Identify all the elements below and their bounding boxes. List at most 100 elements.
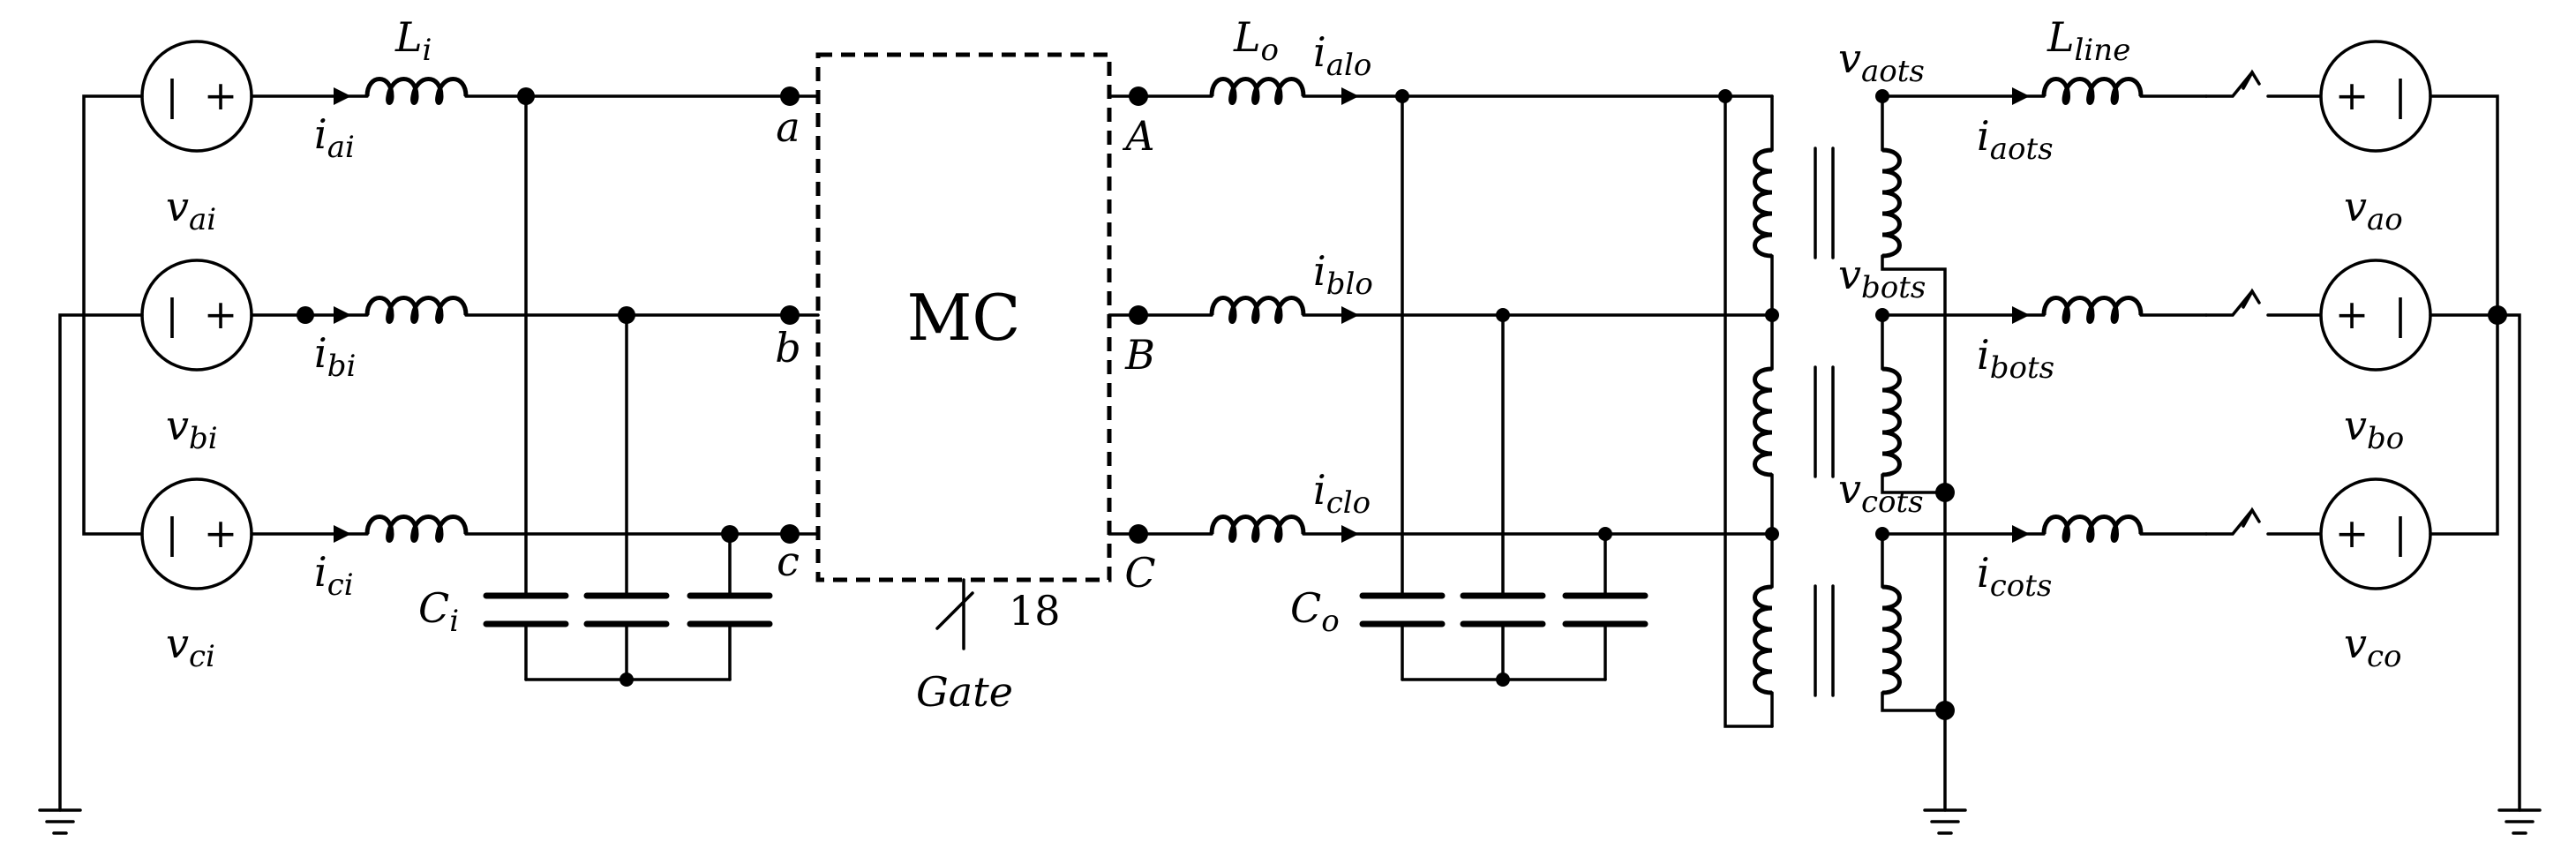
- output-capacitor-bank: [1359, 89, 1648, 687]
- svg-text:iclo: iclo: [1313, 466, 1371, 521]
- svg-text:ibots: ibots: [1977, 331, 2054, 386]
- output-inductors: [1209, 77, 1306, 543]
- output-current-arrow-b: [1341, 306, 1359, 324]
- svg-text:vbo: vbo: [2344, 402, 2404, 456]
- transformer-cores: [1814, 147, 1835, 697]
- input-inductor-a: [364, 77, 469, 105]
- secondary-wiring: [1875, 89, 1967, 835]
- source-sign-plus: +: [204, 290, 238, 338]
- output-inductor-b: [1209, 296, 1306, 324]
- secondary-coil-a: [1881, 147, 1902, 259]
- input-current-arrows: [334, 87, 351, 543]
- source-sign-minus: |: [165, 290, 179, 338]
- label-Ci: Ci: [418, 584, 459, 639]
- line-inductors: [2041, 77, 2144, 543]
- source-sign-plus: +: [2335, 290, 2369, 338]
- label-vai: vai: [166, 183, 216, 237]
- primary-coil-b: [1753, 366, 1773, 477]
- secondary-coils: [1881, 147, 1902, 695]
- line-inductor-a: [2041, 77, 2144, 105]
- source-sign-minus: |: [2393, 290, 2407, 338]
- label-ici: ici: [314, 548, 354, 603]
- svg-text:vaots: vaots: [1838, 34, 1925, 89]
- line-current-arrow-a: [2012, 87, 2030, 105]
- input-terminals: [780, 86, 820, 544]
- label-vbi: vbi: [166, 402, 218, 456]
- label-vci: vci: [166, 620, 215, 674]
- line-current-arrow-c: [2012, 525, 2030, 543]
- source-sign-minus: |: [2393, 71, 2407, 119]
- switch-c[interactable]: [2204, 508, 2254, 536]
- source-sign-plus: +: [2335, 509, 2369, 557]
- input-current-arrow-a: [334, 87, 351, 105]
- output-inductor-a: [1209, 77, 1306, 105]
- node-dot: [297, 306, 314, 324]
- source-sign-minus: |: [2393, 509, 2407, 557]
- output-node-labels: A B C: [1122, 112, 1155, 597]
- output-current-arrow-c: [1341, 525, 1359, 543]
- input-source-labels: vai vbi vci: [166, 183, 218, 674]
- source-sign-plus: +: [204, 71, 238, 119]
- label-iai: iai: [314, 110, 355, 165]
- label-Li: Li: [394, 13, 432, 68]
- svg-text:ialo: ialo: [1313, 28, 1371, 83]
- label-ibi: ibi: [314, 329, 356, 384]
- output-inductor-c: [1209, 515, 1306, 543]
- input-current-labels: iai ibi ici: [314, 110, 356, 603]
- line-inductor-b: [2041, 296, 2144, 324]
- input-node-labels: a b c: [775, 103, 800, 585]
- grid-source-labels: vao vbo vco: [2344, 183, 2404, 674]
- gate-count-label: 18: [1009, 587, 1061, 635]
- matrix-converter: MC 18 Gate: [815, 52, 1112, 716]
- output-current-labels: ialo iblo iclo: [1313, 28, 1373, 521]
- source-sign-plus: +: [2335, 71, 2369, 119]
- label-Lo: Lo: [1233, 13, 1279, 68]
- svg-text:A: A: [1122, 112, 1154, 160]
- output-terminals: [1108, 86, 1774, 544]
- svg-text:vao: vao: [2344, 183, 2403, 237]
- svg-text:B: B: [1124, 331, 1155, 379]
- transformer-voltage-labels: vaots vbots vcots: [1838, 34, 1926, 520]
- line-current-labels: iaots ibots icots: [1977, 112, 2054, 604]
- output-current-arrows: [1341, 87, 1359, 543]
- switch-a[interactable]: [2204, 71, 2254, 98]
- primary-coil-a: [1753, 147, 1773, 259]
- line-current-arrows: [2012, 87, 2030, 543]
- input-capacitor-bank: [483, 87, 773, 687]
- source-sign-minus: |: [165, 509, 179, 557]
- svg-text:C: C: [1124, 549, 1155, 597]
- svg-text:iaots: iaots: [1977, 112, 2054, 167]
- input-inductors: [364, 77, 469, 543]
- line-inductor-c: [2041, 515, 2144, 543]
- svg-text:vcots: vcots: [1838, 465, 1924, 520]
- input-current-arrow-b: [334, 306, 351, 324]
- input-inductor-c: [364, 515, 469, 543]
- input-inductor-b: [364, 296, 469, 324]
- secondary-coil-c: [1881, 584, 1902, 695]
- grid-sources: + | + | + |: [2319, 40, 2542, 835]
- input-sources: | + | + | +: [140, 40, 253, 590]
- gate-label: Gate: [916, 668, 1013, 716]
- converter-label: MC: [907, 281, 1021, 355]
- primary-coil-c: [1753, 584, 1773, 695]
- source-sign-minus: |: [165, 71, 179, 119]
- source-sign-plus: +: [204, 509, 238, 557]
- svg-text:vbots: vbots: [1838, 251, 1926, 305]
- input-current-arrow-c: [334, 525, 351, 543]
- secondary-coil-b: [1881, 366, 1902, 477]
- output-current-arrow-a: [1341, 87, 1359, 105]
- svg-text:iblo: iblo: [1313, 247, 1373, 302]
- line-wires: [1881, 94, 2323, 536]
- switch-b[interactable]: [2204, 289, 2254, 317]
- primary-windings: [1718, 89, 1779, 728]
- primary-coils: [1753, 147, 1773, 695]
- svg-text:c: c: [777, 537, 800, 585]
- svg-text:icots: icots: [1977, 549, 2052, 604]
- input-neutral: [38, 94, 144, 835]
- line-switches[interactable]: [2204, 69, 2261, 536]
- svg-text:b: b: [775, 324, 800, 372]
- svg-text:vco: vco: [2344, 620, 2402, 674]
- svg-text:a: a: [776, 103, 800, 151]
